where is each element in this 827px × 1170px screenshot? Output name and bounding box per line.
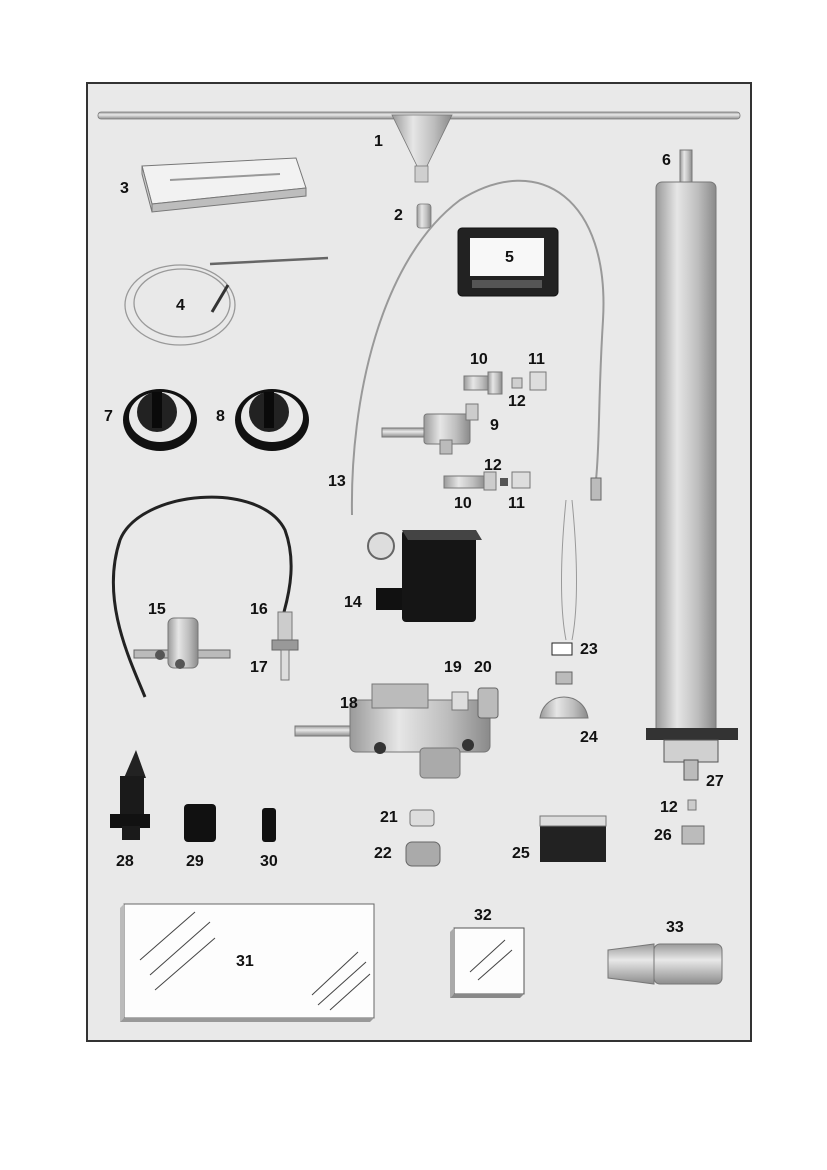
label-10-upper: 10	[470, 351, 488, 368]
part-6-heater-tube	[646, 149, 738, 781]
label-12-lower: 12	[484, 457, 502, 474]
label-21: 21	[380, 809, 398, 826]
part-7-knob	[123, 389, 197, 451]
label-31: 31	[236, 953, 254, 970]
part-26-nut	[681, 825, 705, 845]
label-19: 19	[444, 659, 462, 676]
part-23-24-lamp	[539, 499, 589, 719]
part-13-capillary-tube	[350, 179, 605, 516]
label-27: 27	[706, 773, 724, 790]
part-1-burner-rail	[97, 111, 741, 183]
part-5-control-unit	[457, 227, 559, 297]
label-7: 7	[104, 408, 113, 425]
part-31-glass-panel	[120, 903, 375, 1022]
part-14-solenoid	[367, 530, 482, 622]
label-8: 8	[216, 408, 225, 425]
part-2-nozzle	[416, 203, 432, 229]
part-8-knob	[235, 389, 309, 451]
label-30: 30	[260, 853, 278, 870]
label-12-side: 12	[660, 799, 678, 816]
label-11-lower: 11	[508, 495, 525, 512]
label-1: 1	[374, 133, 383, 150]
label-32: 32	[474, 907, 492, 924]
label-33: 33	[666, 919, 684, 936]
part-28-piezo-igniter	[110, 750, 150, 840]
part-21-ring	[409, 809, 435, 827]
label-6: 6	[662, 152, 671, 169]
label-4: 4	[176, 297, 185, 314]
label-5: 5	[505, 249, 514, 266]
label-16: 16	[250, 601, 268, 618]
label-13: 13	[328, 473, 346, 490]
part-33-tapered-sleeve	[607, 943, 723, 985]
label-29: 29	[186, 853, 204, 870]
label-15: 15	[148, 601, 166, 618]
label-22: 22	[374, 845, 392, 862]
part-10-11-12-fittings-lower	[443, 471, 531, 491]
part-3-transformer	[141, 157, 307, 213]
part-12-small-ring	[687, 799, 697, 811]
label-26: 26	[654, 827, 672, 844]
label-25: 25	[512, 845, 530, 862]
part-29-connector	[184, 804, 216, 842]
part-19-fitting	[451, 691, 469, 711]
part-9-gas-valve	[381, 403, 479, 455]
part-4-sensor-wire	[124, 256, 329, 346]
label-14: 14	[344, 594, 362, 611]
part-18-valve-assembly	[294, 683, 491, 779]
part-32-glass-square	[450, 927, 525, 998]
label-3: 3	[120, 180, 129, 197]
part-20-nut	[477, 687, 499, 719]
label-11-upper: 11	[528, 351, 545, 368]
part-30-clip	[262, 808, 276, 842]
label-28: 28	[116, 853, 134, 870]
part-10-11-12-fittings-upper	[463, 371, 547, 395]
part-15-pilot-burner	[111, 495, 293, 698]
label-23: 23	[580, 641, 598, 658]
label-10-lower: 10	[454, 495, 472, 512]
part-22-nut	[405, 841, 441, 867]
part-25-cover	[539, 815, 607, 862]
label-18: 18	[340, 695, 358, 712]
label-9: 9	[490, 417, 499, 434]
part-16-17-electrode	[271, 611, 299, 681]
label-20: 20	[474, 659, 492, 676]
label-12-upper: 12	[508, 393, 526, 410]
label-2: 2	[394, 207, 403, 224]
part-13-probe-end	[590, 477, 602, 501]
label-17: 17	[250, 659, 268, 676]
label-24: 24	[580, 729, 598, 746]
